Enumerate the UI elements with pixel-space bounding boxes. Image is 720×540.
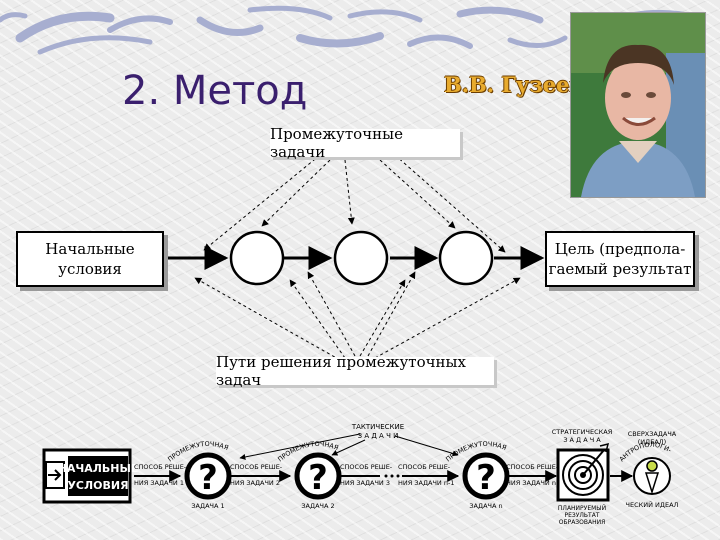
strip-start-box: НАЧАЛЬНЫЕ УСЛОВИЯ xyxy=(42,448,139,504)
task-2-label: ЗАДАЧА 2 xyxy=(301,502,334,510)
question-circle-1: ? ПРОМЕЖУТОЧНАЯ ЗАДАЧА 1 xyxy=(166,440,232,510)
tactical-tasks-line1: ТАКТИЧЕСКИЕ xyxy=(351,423,404,431)
intermediate-tasks-label: Промежуточные задачи xyxy=(270,125,460,161)
question-circle-2: ? ПРОМЕЖУТОЧНАЯ ЗАДАЧА 2 xyxy=(276,440,342,510)
path-dashed-arrows xyxy=(194,271,521,361)
intermediate-task-circles xyxy=(229,230,494,286)
goal-box: Цель (предпола- гаемый результат xyxy=(545,231,695,287)
question-circle-n: ? ПРОМЕЖУТОЧНАЯ ЗАДАЧА n xyxy=(444,440,510,510)
strategic-line2: З А Д А Ч А xyxy=(563,436,601,444)
method-3-bottom: НИЯ ЗАДАЧИ 3 xyxy=(340,479,390,487)
method-diagram xyxy=(164,154,545,361)
ideal-person-icon xyxy=(646,460,658,472)
task-circle xyxy=(438,230,494,286)
strip-methods: СПОСОБ РЕШЕ- НИЯ ЗАДАЧИ 1 СПОСОБ РЕШЕ- Н… xyxy=(134,463,559,487)
method-3-top: СПОСОБ РЕШЕ- xyxy=(340,463,393,471)
enter-icon xyxy=(48,469,62,481)
strip-start-line2: УСЛОВИЯ xyxy=(67,479,128,492)
method-2-top: СПОСОБ РЕШЕ- xyxy=(230,463,283,471)
supertask-line2: (ИДЕАЛ) xyxy=(638,438,666,446)
method-5-top: СПОСОБ РЕШЕ- xyxy=(506,463,559,471)
tactical-tasks-line2: З А Д А Ч И xyxy=(358,432,399,440)
method-4-bottom: НИЯ ЗАДАЧИ n-1 xyxy=(398,479,454,487)
planned-line1: ПЛАНИРУЕМЫЙ xyxy=(558,505,606,512)
strip-start-line1: НАЧАЛЬНЫЕ xyxy=(58,462,139,475)
start-conditions-box: Начальные условия xyxy=(16,231,164,287)
dart-icon xyxy=(582,449,605,476)
method-2-bottom: НИЯ ЗАДАЧИ 2 xyxy=(230,479,280,487)
strategic-line1: СТРАТЕГИЧЕСКАЯ xyxy=(552,428,612,436)
supertask-ideal: СВЕРХЗАДАЧА (ИДЕАЛ) АНТРОПОЛОГИ- ЧЕСКИЙ … xyxy=(618,430,679,509)
method-1-top: СПОСОБ РЕШЕ- xyxy=(134,463,187,471)
planned-line3: ОБРАЗОВАНИЯ xyxy=(559,519,606,526)
strategic-target: СТРАТЕГИЧЕСКАЯ З А Д А Ч А ПЛАНИРУЕМЫЙ Р… xyxy=(552,428,612,526)
task-circle xyxy=(229,230,285,286)
ideal-label: ЧЕСКИЙ ИДЕАЛ xyxy=(626,500,679,509)
author-name: В.В. Гузеев xyxy=(444,72,585,97)
question-mark-icon: ? xyxy=(198,458,218,498)
author-portrait-photo xyxy=(570,12,706,198)
question-mark-icon: ? xyxy=(476,458,496,498)
planned-line2: РЕЗУЛЬТАТ xyxy=(565,512,600,519)
slide-title: 2. Метод xyxy=(122,68,308,114)
question-mark-icon: ? xyxy=(308,458,328,498)
task-n-label: ЗАДАЧА n xyxy=(469,502,502,510)
tactical-arrows xyxy=(239,433,459,460)
solution-paths-label: Пути решения промежуточных задач xyxy=(216,353,494,389)
task-circle xyxy=(333,230,389,286)
supertask-line1: СВЕРХЗАДАЧА xyxy=(628,430,677,438)
method-1-bottom: НИЯ ЗАДАЧИ 1 xyxy=(134,479,184,487)
method-4-top: СПОСОБ РЕШЕ- xyxy=(398,463,451,471)
task-dashed-arrows xyxy=(203,154,506,253)
task-1-label: ЗАДАЧА 1 xyxy=(191,502,224,510)
method-5-bottom: НИЯ ЗАДАЧИ n xyxy=(506,479,556,487)
